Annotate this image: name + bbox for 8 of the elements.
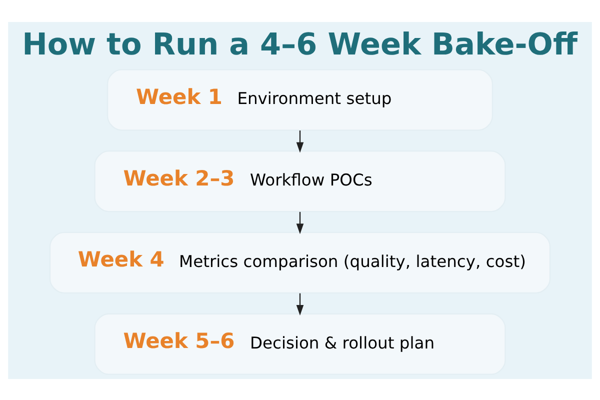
node-box: Week 5–6 Decision & rollout plan xyxy=(94,312,506,374)
node-box: Week 4 Metrics comparison (quality, latency, cost) xyxy=(49,231,551,294)
arrow xyxy=(296,211,304,234)
arrow xyxy=(296,292,304,315)
node-box: Week 2–3 Workflow POCs xyxy=(94,150,506,212)
node-box: Week 1 Environment setup xyxy=(106,68,494,130)
arrow xyxy=(296,130,304,152)
diagram-title: How to Run a 4–6 Week Bake-Off xyxy=(22,26,578,62)
